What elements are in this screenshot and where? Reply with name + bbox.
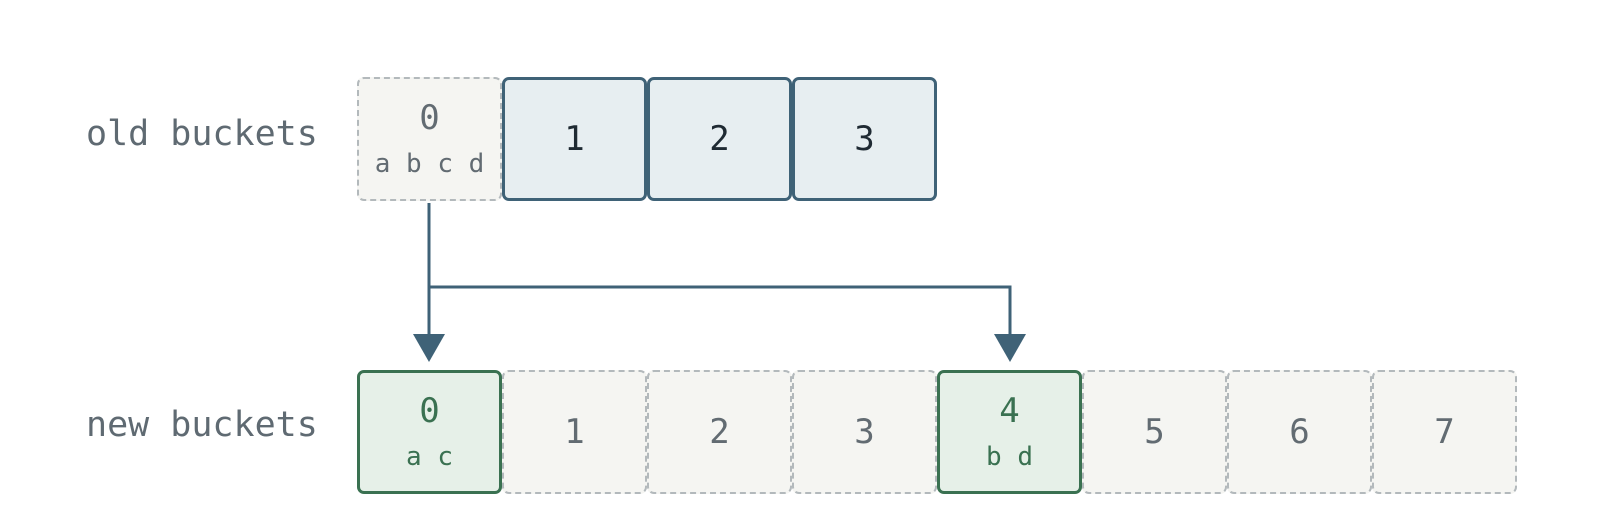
new-bucket-4: 4 b d	[937, 370, 1082, 494]
bucket-index: 1	[564, 119, 585, 159]
new-bucket-7: 7	[1372, 370, 1517, 494]
new-bucket-1: 1	[502, 370, 647, 494]
bucket-index: 0	[419, 391, 440, 431]
new-bucket-5: 5	[1082, 370, 1227, 494]
bucket-index: 7	[1434, 412, 1455, 452]
old-buckets-label: old buckets	[86, 114, 318, 154]
arrowhead-to-new-bucket-0	[413, 334, 445, 362]
new-bucket-3: 3	[792, 370, 937, 494]
bucket-index: 4	[999, 391, 1020, 431]
old-bucket-2: 2	[647, 77, 792, 201]
split-connector-line	[427, 203, 1012, 334]
old-bucket-0: 0 a b c d	[357, 77, 502, 201]
bucket-keys: a b c d	[374, 149, 485, 179]
new-bucket-2: 2	[647, 370, 792, 494]
bucket-index: 2	[709, 412, 730, 452]
bucket-index: 3	[854, 119, 875, 159]
bucket-keys: b d	[986, 442, 1033, 472]
arrowhead-to-new-bucket-4	[994, 334, 1026, 362]
bucket-index: 2	[709, 119, 730, 159]
bucket-index: 0	[419, 98, 440, 138]
bucket-keys: a c	[406, 442, 453, 472]
old-bucket-3: 3	[792, 77, 937, 201]
old-bucket-1: 1	[502, 77, 647, 201]
bucket-index: 6	[1289, 412, 1310, 452]
new-buckets-label: new buckets	[86, 405, 318, 445]
bucket-index: 5	[1144, 412, 1165, 452]
new-bucket-6: 6	[1227, 370, 1372, 494]
bucket-index: 1	[564, 412, 585, 452]
bucket-index: 3	[854, 412, 875, 452]
new-bucket-0: 0 a c	[357, 370, 502, 494]
